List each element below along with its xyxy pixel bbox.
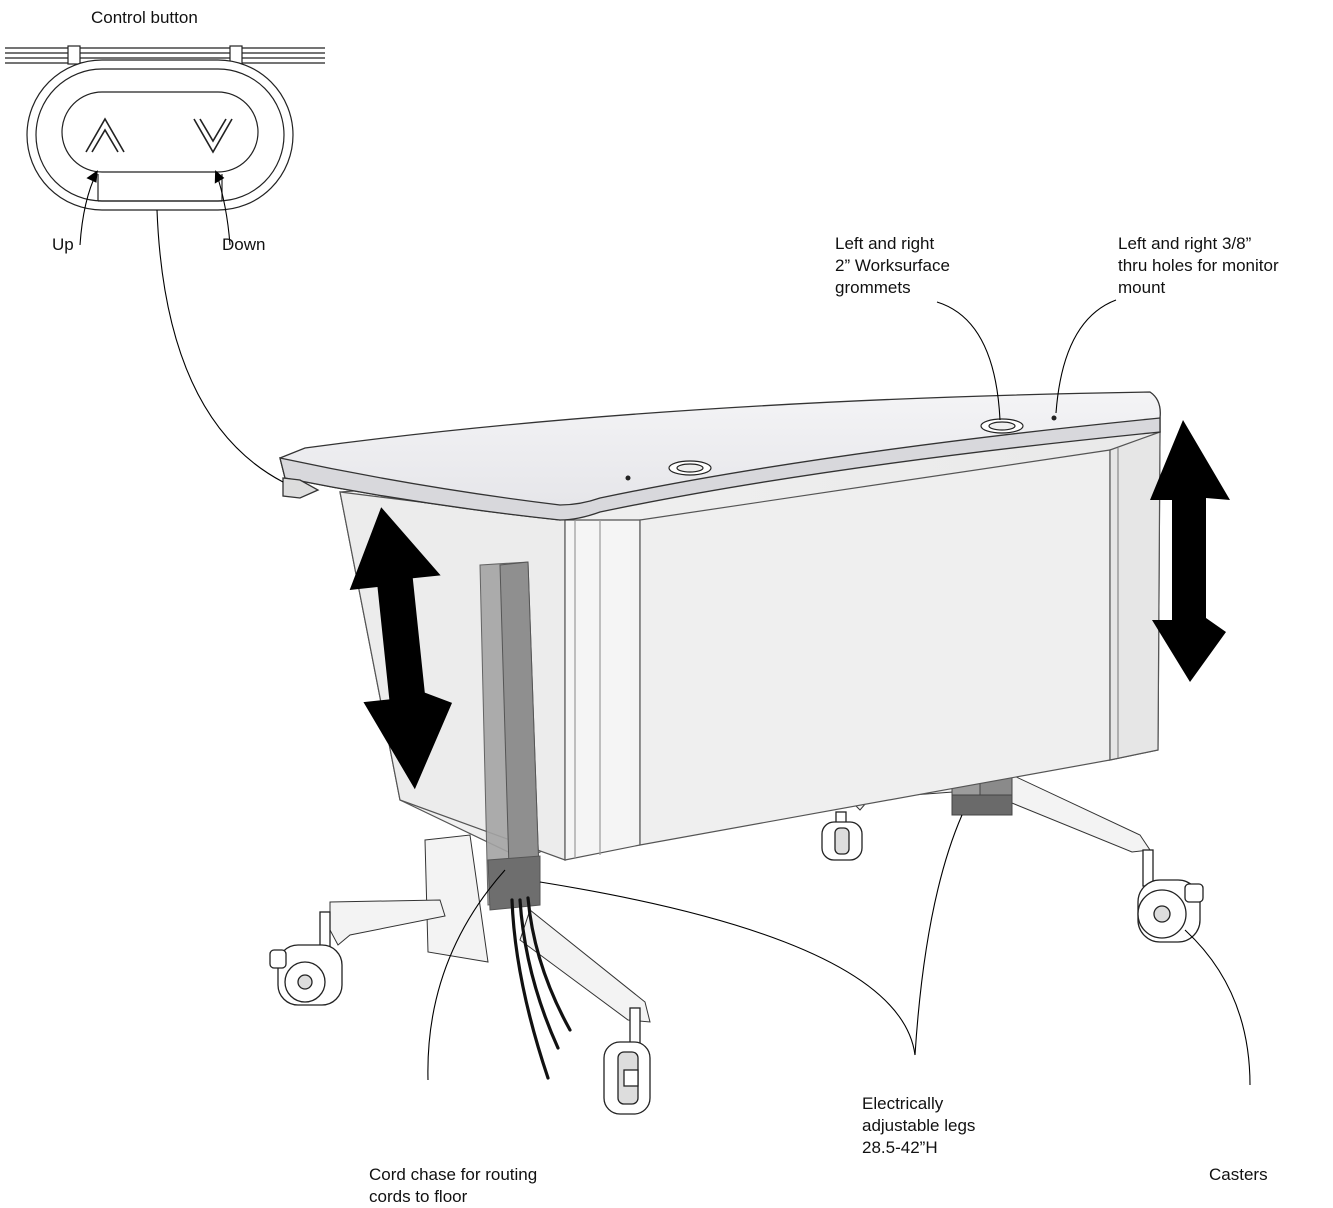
rear-caster-left-icon bbox=[821, 811, 863, 861]
desk-modesty-panel bbox=[339, 431, 1161, 861]
monitor-hole-left-icon bbox=[625, 475, 631, 481]
desk-worksurface bbox=[279, 391, 1161, 521]
grommet-right-icon bbox=[980, 418, 1024, 434]
arrowhead-down-icon bbox=[214, 170, 225, 184]
leader-legs-a bbox=[539, 881, 916, 1056]
rear-caster-right-icon bbox=[1137, 849, 1204, 943]
leader-legs-b bbox=[914, 814, 963, 1056]
height-arrow-right-icon bbox=[1150, 420, 1230, 682]
up-chevron-icon bbox=[85, 117, 125, 153]
leader-casters bbox=[1184, 929, 1251, 1086]
front-leg-base bbox=[329, 834, 651, 1023]
thru-holes-callout: Left and right 3/8” thru holes for monit… bbox=[1118, 234, 1279, 297]
front-caster-left-icon bbox=[269, 911, 343, 1006]
monitor-hole-right-icon bbox=[1051, 415, 1057, 421]
down-label: Down bbox=[222, 235, 266, 254]
leader-cord-chase bbox=[427, 869, 506, 1081]
control-panel-detail bbox=[5, 45, 325, 211]
height-arrow-left-icon bbox=[349, 507, 453, 790]
front-caster-right-icon bbox=[603, 1007, 651, 1115]
arrowhead-up-icon bbox=[86, 170, 98, 183]
control-button-title: Control button bbox=[91, 8, 198, 27]
leader-control bbox=[156, 209, 284, 483]
grommet-left-icon bbox=[668, 460, 712, 476]
cord-chase-callout: Cord chase for routing cords to floor bbox=[369, 1165, 538, 1206]
leader-thru-holes bbox=[1055, 299, 1117, 414]
legs-callout: Electrically adjustable legs 28.5-42”H bbox=[862, 1094, 976, 1157]
leader-grommets bbox=[936, 301, 1001, 421]
grommets-callout: Left and right 2” Worksurface grommets bbox=[835, 234, 950, 297]
leader-arrowheads bbox=[86, 170, 225, 184]
casters-callout: Casters bbox=[1209, 1165, 1268, 1184]
cord-bundle bbox=[510, 896, 572, 1080]
up-label: Up bbox=[52, 235, 74, 254]
down-chevron-icon bbox=[193, 118, 233, 154]
front-leg-column bbox=[479, 561, 541, 911]
